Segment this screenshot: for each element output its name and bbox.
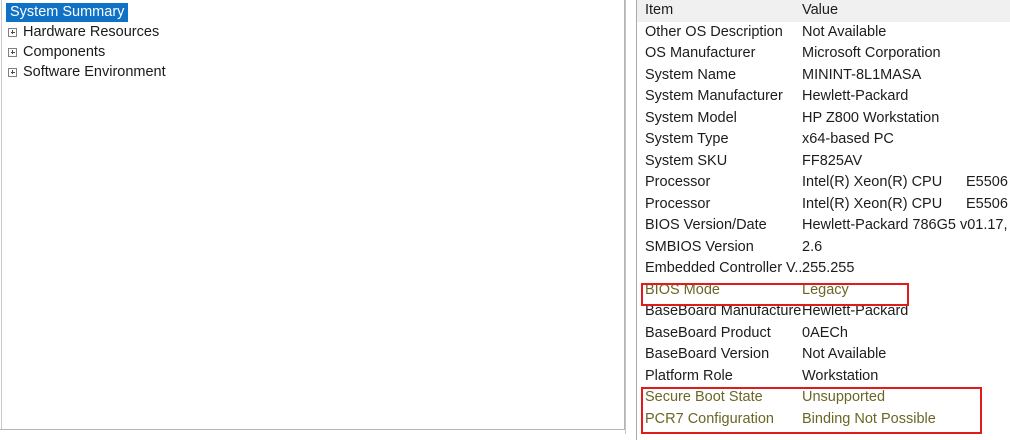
expand-plus-icon[interactable] <box>8 67 17 77</box>
list-cell-item: Platform Role <box>645 367 733 384</box>
list-cell-value: Binding Not Possible <box>802 410 936 427</box>
tree-item-software-environment-label: Software Environment <box>23 64 166 80</box>
list-cell-item: PCR7 Configuration <box>645 410 774 427</box>
tree-item-hardware-resources[interactable]: Hardware Resources <box>2 22 624 42</box>
list-cell-item: OS Manufacturer <box>645 45 756 62</box>
list-cell-value: 2.6 <box>802 238 823 255</box>
list-cell-item: BaseBoard Manufacturer <box>645 303 801 320</box>
list-cell-item: System Manufacturer <box>645 88 783 105</box>
panel-splitter[interactable] <box>625 0 637 440</box>
list-cell-value: 0AECh <box>802 324 848 341</box>
tree-item-software-environment[interactable]: Software Environment <box>2 62 624 82</box>
list-cell-value: Workstation <box>802 367 879 384</box>
list-cell-item: Processor <box>645 195 711 212</box>
list-row[interactable]: System Manufacturer Hewlett-Packard <box>637 86 1010 108</box>
list-cell-value: FF825AV <box>802 152 863 169</box>
list-row[interactable]: Platform Role Workstation <box>637 366 1010 388</box>
list-cell-value: MININT-8L1MASA <box>802 66 922 83</box>
navigation-tree-panel[interactable]: System Summary Hardware Resources Compon… <box>1 0 625 430</box>
splitter-line <box>625 0 626 434</box>
list-row[interactable]: System Name MININT-8L1MASA <box>637 65 1010 87</box>
tree-item-components-label: Components <box>23 44 106 60</box>
list-cell-value: Hewlett-Packard <box>802 88 909 105</box>
list-row[interactable]: Other OS Description Not Available <box>637 22 1010 44</box>
list-cell-value-tail: E5506 <box>966 195 1008 212</box>
list-row[interactable]: System Type x64-based PC <box>637 129 1010 151</box>
list-cell-value-tail: E5506 <box>966 174 1008 191</box>
list-cell-item: Secure Boot State <box>645 389 763 406</box>
list-cell-value: Microsoft Corporation <box>802 45 941 62</box>
list-row[interactable]: Secure Boot State Unsupported <box>637 387 1010 409</box>
list-cell-value: x64-based PC <box>802 131 894 148</box>
list-header-row: Item Value <box>637 0 1010 22</box>
list-cell-value: Legacy <box>802 281 849 298</box>
tree-item-system-summary-label: System Summary <box>6 2 129 22</box>
list-cell-item: System Name <box>645 66 737 83</box>
tree-panel-bottom-border <box>0 429 626 430</box>
list-cell-item: BIOS Mode <box>645 281 720 298</box>
tree-item-system-summary[interactable]: System Summary <box>2 2 624 22</box>
list-row[interactable]: BaseBoard Product 0AECh <box>637 323 1010 345</box>
list-row[interactable]: System Model HP Z800 Workstation <box>637 108 1010 130</box>
list-row[interactable]: OS Manufacturer Microsoft Corporation <box>637 43 1010 65</box>
list-cell-item: Processor <box>645 174 711 191</box>
list-cell-item: BIOS Version/Date <box>645 217 767 234</box>
list-row[interactable]: SMBIOS Version 2.6 <box>637 237 1010 259</box>
list-row[interactable]: BIOS Mode Legacy <box>637 280 1010 302</box>
list-cell-item: System Type <box>645 131 729 148</box>
list-cell-item: System Model <box>645 109 737 126</box>
list-cell-item: Embedded Controller V... <box>645 260 801 277</box>
column-header-value[interactable]: Value <box>802 2 839 19</box>
list-cell-value: 255.255 <box>802 260 855 277</box>
list-cell-item: SMBIOS Version <box>645 238 754 255</box>
expand-plus-icon[interactable] <box>8 27 17 37</box>
list-cell-item: Other OS Description <box>645 23 783 40</box>
list-cell-item: BaseBoard Version <box>645 346 770 363</box>
list-cell-value: Unsupported <box>802 389 886 406</box>
list-row[interactable]: System SKU FF825AV <box>637 151 1010 173</box>
expand-plus-icon[interactable] <box>8 47 17 57</box>
tree-item-components[interactable]: Components <box>2 42 624 62</box>
list-cell-item: System SKU <box>645 152 728 169</box>
list-cell-value: Hewlett-Packard <box>802 303 909 320</box>
list-row[interactable]: Embedded Controller V...255.255 <box>637 258 1010 280</box>
list-row[interactable]: BIOS Version/Date Hewlett-Packard 786G5 v… <box>637 215 1010 237</box>
list-cell-value: HP Z800 Workstation <box>802 109 940 126</box>
tree-item-hardware-resources-label: Hardware Resources <box>23 24 160 40</box>
column-header-item[interactable]: Item <box>645 2 674 19</box>
list-cell-value: Hewlett-Packard 786G5 v01.17, 8/ <box>802 217 1010 234</box>
list-cell-value: Not Available <box>802 346 887 363</box>
list-cell-item: BaseBoard Product <box>645 324 771 341</box>
list-cell-value: Not Available <box>802 23 887 40</box>
list-row[interactable]: PCR7 Configuration Binding Not Possible <box>637 409 1010 431</box>
list-row[interactable]: BaseBoard Version Not Available <box>637 344 1010 366</box>
